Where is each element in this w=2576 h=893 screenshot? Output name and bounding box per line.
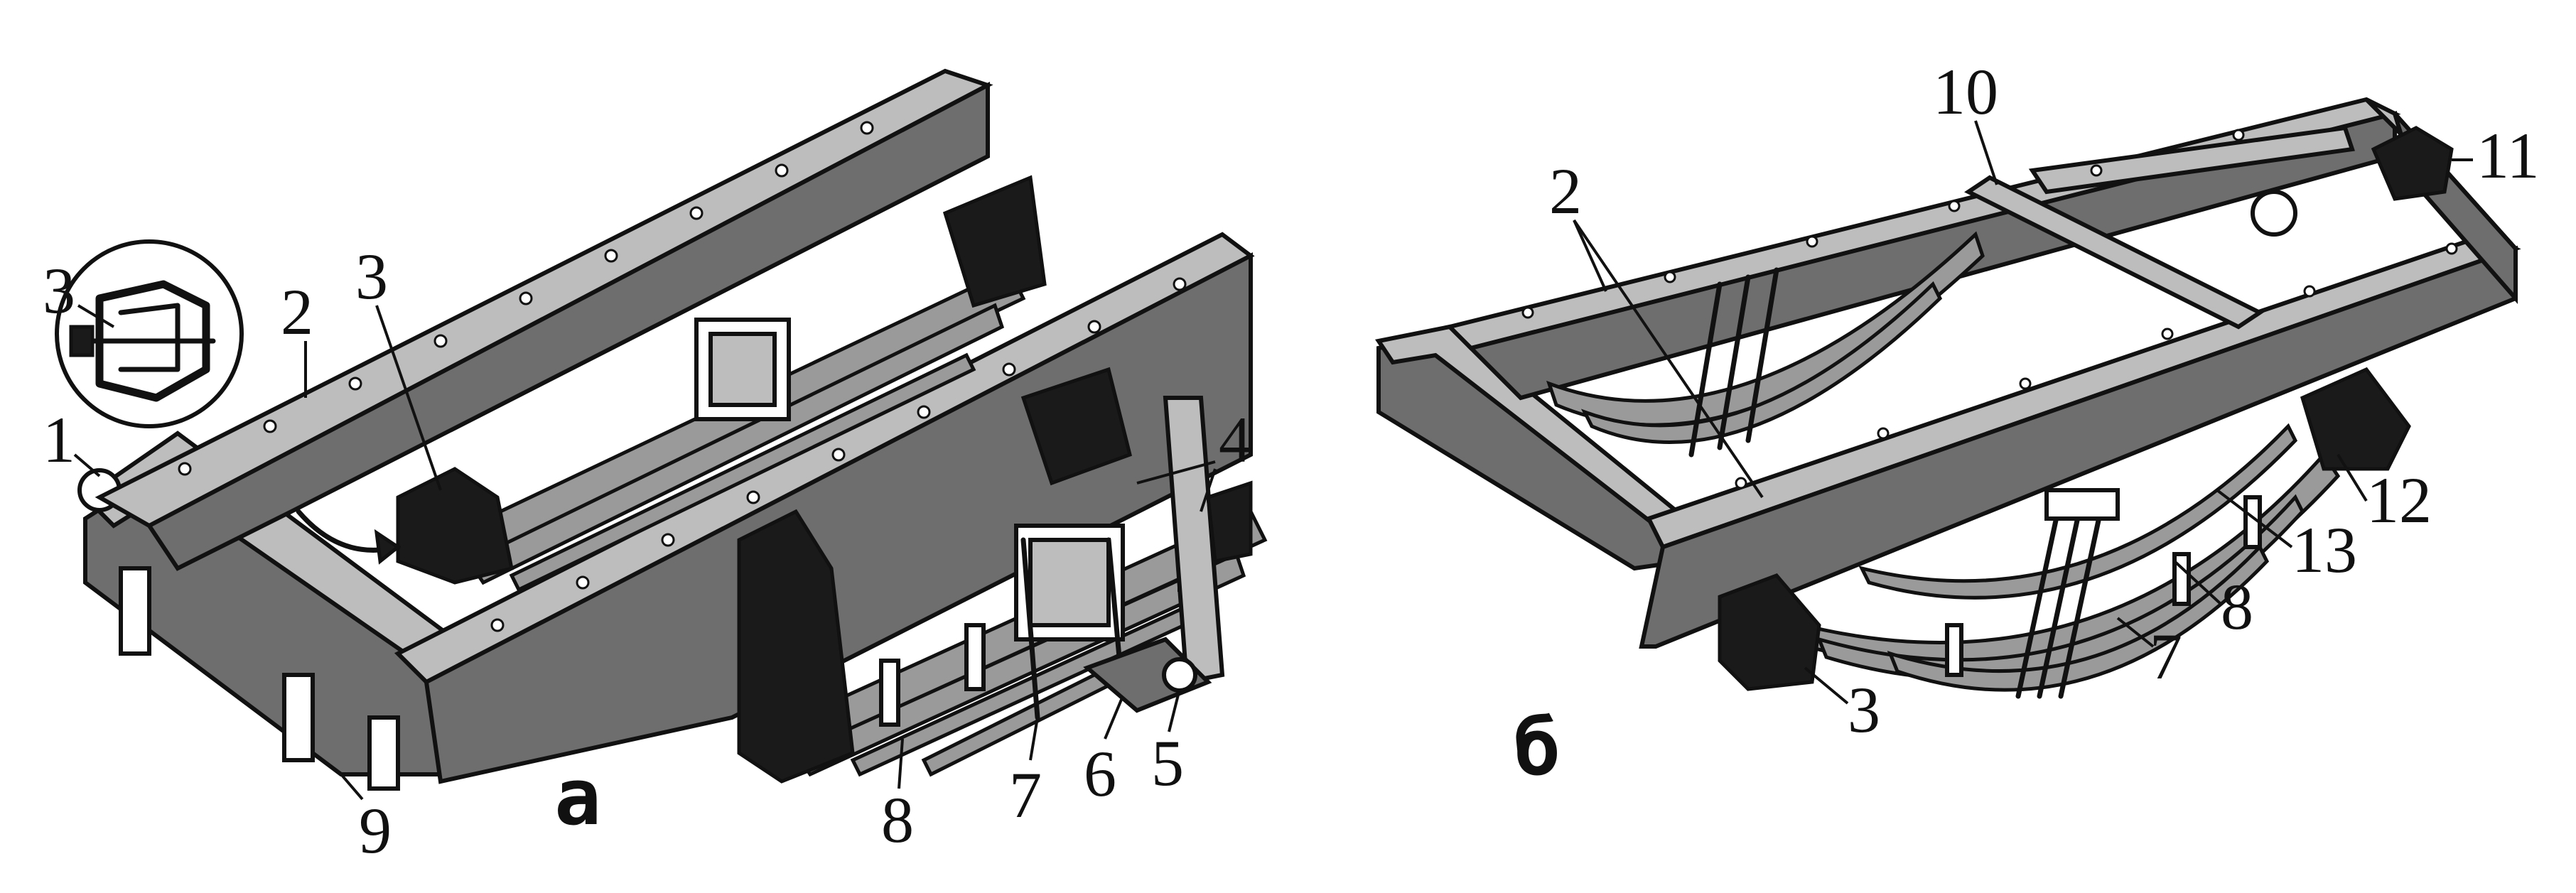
shock-absorber <box>1163 396 1225 685</box>
callout-a-4: 4 <box>1219 404 1251 476</box>
diagonal-cross-member <box>2028 125 2355 195</box>
rear-plate-right <box>282 673 315 762</box>
shock-upper-mount <box>1020 367 1132 486</box>
rear-spring-bracket-b <box>2300 367 2411 471</box>
right-side-rail-web <box>424 252 1253 784</box>
callout-b-10: 10 <box>1933 55 1998 128</box>
rear-plate-left <box>119 566 151 656</box>
detail-inset-section <box>95 280 210 402</box>
left-rail-rivets <box>178 121 874 476</box>
callout-a-9: 9 <box>359 794 392 867</box>
far-rear-bracket <box>942 175 1047 308</box>
callout-b-8: 8 <box>2221 570 2253 643</box>
middle-cross-member <box>1964 175 2264 330</box>
callout-b-7: 7 <box>2150 620 2182 693</box>
panel-label-a: а <box>554 752 601 843</box>
callout-a-2: 2 <box>281 276 313 348</box>
callout-a-6: 6 <box>1084 737 1116 810</box>
near-rear-bracket <box>1206 480 1253 563</box>
callout-a-3: 3 <box>355 240 388 313</box>
panel-b-drawing <box>1375 97 2521 699</box>
panel-a-drawing <box>55 68 1268 791</box>
callout-b-2: 2 <box>1549 155 1582 227</box>
left-side-rail-web <box>146 82 990 571</box>
callout-a-3-inset: 3 <box>43 254 75 327</box>
axle-end <box>1162 657 1197 693</box>
near-u-bolt-left <box>1020 537 1040 720</box>
panel-a-callouts: 1 3 2 3 4 5 6 7 8 9 <box>43 240 1251 867</box>
callout-b-3: 3 <box>1848 673 1880 746</box>
front-spring-bracket-b <box>1718 573 1821 691</box>
buffer-cylinder <box>2251 190 2297 237</box>
u-bolt-b-3 <box>2058 494 2106 699</box>
callout-a-5: 5 <box>1151 727 1184 799</box>
panel-b-callouts: 2 10 11 12 13 8 7 3 <box>1549 55 2540 746</box>
far-spring-bracket <box>396 467 514 585</box>
near-front-bracket <box>737 509 855 784</box>
rear-plate-center <box>367 715 400 791</box>
callout-a-7: 7 <box>1009 759 1042 831</box>
callout-b-13: 13 <box>2292 514 2357 586</box>
u-bolt-b-2 <box>2037 494 2085 699</box>
rail-b-rivets <box>1521 129 2458 489</box>
far-leaf-spring-b <box>1546 231 1985 444</box>
panel-label-b: б <box>1514 702 1561 793</box>
u-bolt-b-1 <box>2015 494 2064 699</box>
lower-side-rail-web <box>1639 245 2518 649</box>
rubber-buffer <box>2371 126 2454 201</box>
callout-a-8: 8 <box>881 784 914 856</box>
callout-b-11: 11 <box>2477 119 2540 192</box>
near-leaf-spring-b <box>1774 423 2341 692</box>
callout-a-1: 1 <box>43 404 75 476</box>
right-rail-rivets <box>490 277 1187 632</box>
callout-b-12: 12 <box>2366 464 2432 536</box>
